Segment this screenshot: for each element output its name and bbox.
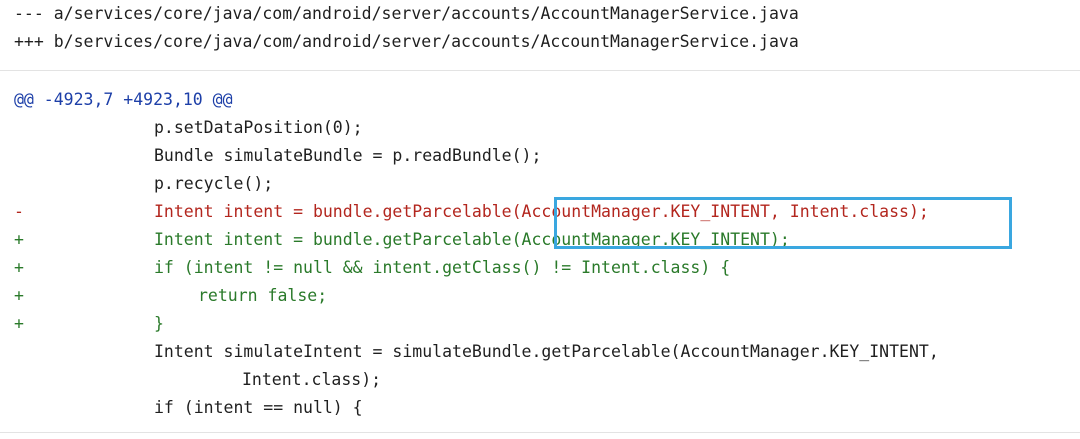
diff-lines: p.setDataPosition(0); Bundle simulateBun… <box>14 114 939 422</box>
diff-line: if (intent == null) { <box>14 394 939 422</box>
diff-line: Intent simulateIntent = simulateBundle.g… <box>14 338 939 366</box>
code-text: if (intent == null) { <box>154 398 363 417</box>
diff-marker: + <box>14 314 24 333</box>
code-text: p.setDataPosition(0); <box>154 118 363 137</box>
code-text: Intent.class); <box>242 370 382 389</box>
diff-line-added: + if (intent != null && intent.getClass()… <box>14 254 939 282</box>
code-text: if (intent != null && intent.getClass() … <box>154 258 731 277</box>
code-text: Bundle simulateBundle = p.readBundle(); <box>154 146 542 165</box>
diff-marker: + <box>14 286 24 305</box>
diff-line-deleted: - Intent intent = bundle.getParcelable(Ac… <box>14 198 939 226</box>
code-text: } <box>154 314 164 333</box>
code-text: Intent intent = bundle.getParcelable(Acc… <box>154 230 790 249</box>
diff-marker: + <box>14 258 24 277</box>
code-text: Intent simulateIntent = simulateBundle.g… <box>154 342 939 361</box>
diff-marker: + <box>14 230 24 249</box>
code-text: return false; <box>198 286 328 305</box>
diff-marker: - <box>14 202 24 221</box>
new-file-path: +++ b/services/core/java/com/android/ser… <box>14 32 799 51</box>
diff-line: p.setDataPosition(0); <box>14 114 939 142</box>
diff-line-added: + Intent intent = bundle.getParcelable(Ac… <box>14 226 939 254</box>
diff-line: Intent.class); <box>14 366 939 394</box>
code-text: Intent intent = bundle.getParcelable(Acc… <box>154 202 929 221</box>
diff-line: Bundle simulateBundle = p.readBundle(); <box>14 142 939 170</box>
diff-file-header: --- a/services/core/java/com/android/ser… <box>14 0 799 56</box>
code-text: p.recycle(); <box>154 174 274 193</box>
old-file-path: --- a/services/core/java/com/android/ser… <box>14 4 799 23</box>
hunk-header: @@ -4923,7 +4923,10 @@ <box>14 90 233 109</box>
header-divider <box>0 70 1080 71</box>
bottom-divider <box>0 432 1080 433</box>
diff-line: p.recycle(); <box>14 170 939 198</box>
diff-line-added: + return false; <box>14 282 939 310</box>
diff-line-added: +} <box>14 310 939 338</box>
